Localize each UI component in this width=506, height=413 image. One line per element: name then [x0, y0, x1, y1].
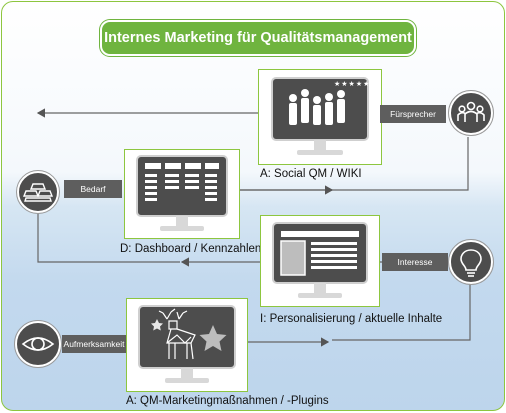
plugins-monitor-card — [126, 298, 248, 392]
personal-monitor-icon — [272, 222, 368, 298]
small-star-icon — [151, 319, 163, 331]
dashboard-monitor-icon — [136, 155, 228, 231]
tag-fursprecher: Fürsprecher — [380, 105, 446, 123]
social-caption: A: Social QM / WIKI — [260, 168, 362, 180]
social-monitor-icon — [271, 77, 369, 155]
gold-bars-icon — [16, 170, 60, 214]
plugins-caption: A: QM-Marketingmaßnahmen / -Plugins — [126, 395, 329, 407]
people-group-icon — [448, 90, 494, 136]
social-monitor-card: ★★★★★ — [258, 69, 382, 165]
eye-icon — [14, 320, 62, 368]
tag-interesse: Interesse — [382, 253, 448, 271]
line-interesse-down — [332, 280, 471, 341]
tag-bedarf: Bedarf — [64, 180, 122, 198]
dashboard-caption: D: Dashboard / Kennzahlen — [120, 243, 262, 255]
rating-stars: ★★★★★ — [334, 81, 371, 88]
diagram-title: Internes Marketing für Qualitätsmanageme… — [100, 20, 416, 56]
personal-monitor-card — [260, 215, 380, 307]
plugins-monitor-icon — [138, 305, 236, 383]
deer-icon — [158, 308, 196, 360]
tag-aufmerksamkeit: Aufmerksamkeit — [62, 335, 126, 353]
dashboard-monitor-card — [124, 149, 240, 239]
personal-caption: I: Personalisierung / aktuelle Inhalte — [260, 313, 443, 325]
line-bedarf-down — [37, 212, 180, 263]
big-star-icon — [199, 325, 227, 351]
lightbulb-icon — [448, 239, 494, 285]
